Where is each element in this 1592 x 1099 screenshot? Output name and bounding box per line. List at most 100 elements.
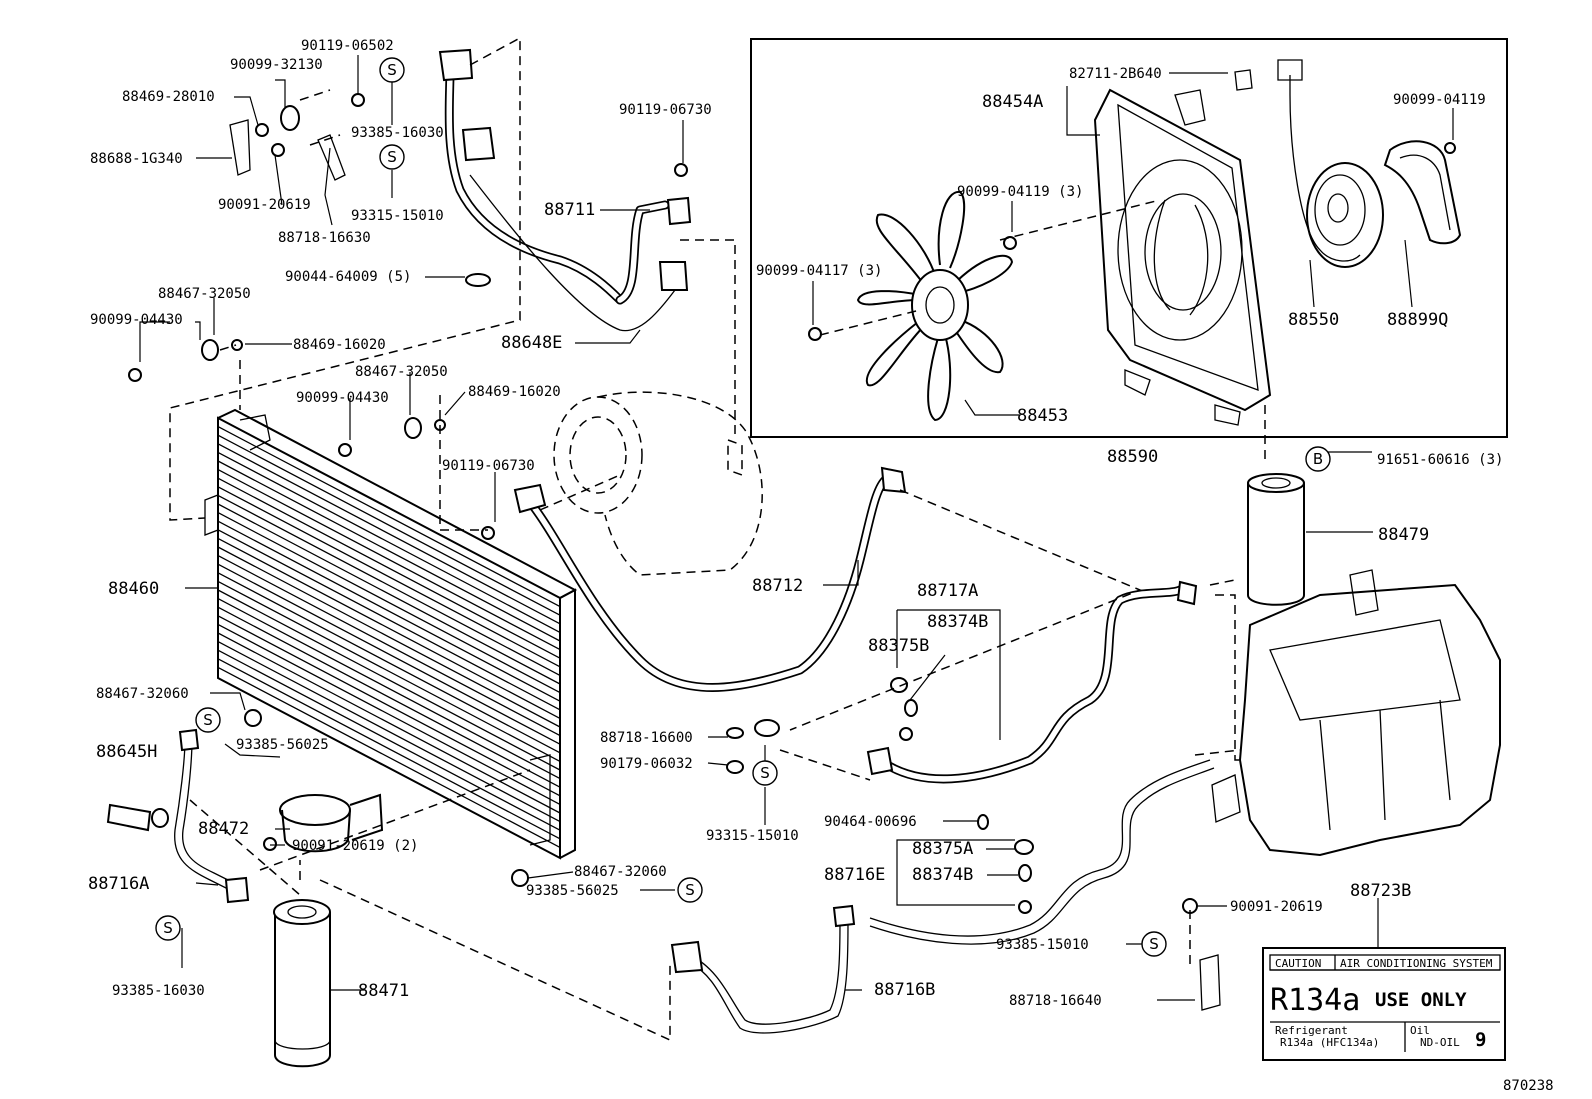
label-90099-04430-b: 90099-04430 <box>296 390 389 406</box>
oil-word: Oil <box>1410 1024 1430 1037</box>
condenser-fin <box>217 572 561 754</box>
svg-text:B: B <box>1313 450 1323 468</box>
label-88645h: 88645H <box>96 742 157 762</box>
label-90464-00696: 90464-00696 <box>824 814 917 830</box>
pipe-88717A <box>866 580 1198 784</box>
svg-text:S: S <box>760 764 770 782</box>
label-88467-32060-b: 88467-32060 <box>574 864 667 880</box>
label-88454a: 88454A <box>982 92 1043 112</box>
label-88374b-b: 88374B <box>912 865 973 885</box>
symbol-s-6: S <box>677 877 703 903</box>
receiver-dryer <box>273 899 331 1068</box>
label-90044-64009: 90044-64009 (5) <box>285 269 411 285</box>
symbol-s-4: S <box>155 915 181 941</box>
condenser-fin <box>217 434 561 616</box>
label-88469-28010: 88469-28010 <box>122 89 215 105</box>
motor-bracket <box>1383 140 1462 245</box>
label-93315-15010-top: 93315-15010 <box>351 208 444 224</box>
label-88375b: 88375B <box>868 636 929 656</box>
label-88460: 88460 <box>108 579 159 599</box>
condenser-fin <box>217 469 561 651</box>
label-90179-06032: 90179-06032 <box>600 756 693 772</box>
label-93385-16030-top: 93385-16030 <box>351 125 444 141</box>
condenser-fin <box>217 486 561 668</box>
label-82711-2b640: 82711-2B640 <box>1069 66 1162 82</box>
symbol-s-2: S <box>379 144 405 170</box>
label-88688-1g340: 88688-1G340 <box>90 151 183 167</box>
evaporator-unit <box>1211 569 1501 857</box>
fan-shroud <box>1093 88 1272 426</box>
svg-text:S: S <box>387 61 397 79</box>
label-88723b: 88723B <box>1350 881 1411 901</box>
fan-assembly-box <box>750 38 1508 438</box>
small-parts <box>106 69 1456 1011</box>
label-93385-56025-a: 93385-56025 <box>236 737 329 753</box>
compressor <box>553 391 763 576</box>
svg-text:S: S <box>685 881 695 899</box>
condenser-fins <box>217 426 561 848</box>
label-88472: 88472 <box>198 819 249 839</box>
pipe-88716A <box>174 728 250 904</box>
label-88718-16640: 88718-16640 <box>1009 993 1102 1009</box>
refrigerant-code: R134a <box>1270 983 1360 1018</box>
condenser-fin <box>217 563 561 745</box>
label-93385-56025-b: 93385-56025 <box>526 883 619 899</box>
label-88469-16020-a: 88469-16020 <box>293 337 386 353</box>
fan-blade <box>856 191 1014 422</box>
label-93385-16030-b: 93385-16030 <box>112 983 205 999</box>
label-91651-60616: 91651-60616 (3) <box>1377 452 1503 468</box>
leader-lines <box>139 55 1454 1001</box>
label-90099-04119: 90099-04119 <box>1393 92 1486 108</box>
refrigerant-word: Refrigerant <box>1275 1024 1348 1037</box>
condenser-fin <box>217 615 561 797</box>
part-labels: 90119-06502 90099-32130 88469-28010 8868… <box>88 38 1554 1094</box>
drawing-id: 870238 <box>1503 1078 1554 1094</box>
condenser-fin <box>217 555 561 737</box>
label-88716b: 88716B <box>874 980 935 1000</box>
label-88453: 88453 <box>1017 406 1068 426</box>
label-88717a: 88717A <box>917 581 978 601</box>
label-90099-32130: 90099-32130 <box>230 57 323 73</box>
condenser-fin <box>217 537 561 719</box>
condenser-fin <box>217 606 561 788</box>
condenser-fin <box>217 589 561 771</box>
receiver-bracket <box>279 793 384 853</box>
label-93385-15010: 93385-15010 <box>996 937 1089 953</box>
pipe-88712 <box>513 466 907 692</box>
label-90099-04119-3: 90099-04119 (3) <box>957 184 1083 200</box>
condenser-fin <box>217 546 561 728</box>
pipe-88716E <box>869 759 1215 945</box>
symbol-s-3: S <box>195 707 221 733</box>
label-88467-32050-b: 88467-32050 <box>355 364 448 380</box>
condenser-fin <box>217 641 561 823</box>
label-88648e: 88648E <box>501 333 562 353</box>
label-90091-20619-b: 90091-20619 <box>1230 899 1323 915</box>
fan-motor <box>1277 59 1384 268</box>
condenser-fin <box>217 632 561 814</box>
condenser-fin <box>217 580 561 762</box>
expansion-valve <box>1247 473 1305 606</box>
condenser <box>204 408 578 860</box>
label-88899q: 88899Q <box>1387 310 1448 330</box>
label-88467-32060-a: 88467-32060 <box>96 686 189 702</box>
use-only-text: USE ONLY <box>1375 989 1467 1011</box>
label-88716e: 88716E <box>824 865 885 885</box>
system-text: AIR CONDITIONING SYSTEM <box>1340 957 1493 970</box>
caution-text: CAUTION <box>1275 957 1321 970</box>
label-88590: 88590 <box>1107 447 1158 467</box>
condenser-fin <box>217 623 561 805</box>
condenser-fin <box>217 658 561 840</box>
symbol-s-5: S <box>752 760 778 786</box>
label-88467-32050-a: 88467-32050 <box>158 286 251 302</box>
condenser-fin <box>217 494 561 676</box>
hose-88711-88648E <box>438 48 692 332</box>
svg-text:S: S <box>163 919 173 937</box>
condenser-fin <box>217 520 561 702</box>
label-88712: 88712 <box>752 576 803 596</box>
condenser-fin <box>217 460 561 642</box>
label-88375a: 88375A <box>912 839 973 859</box>
label-88716a: 88716A <box>88 874 149 894</box>
label-88374b-a: 88374B <box>927 612 988 632</box>
condenser-fin <box>217 477 561 659</box>
